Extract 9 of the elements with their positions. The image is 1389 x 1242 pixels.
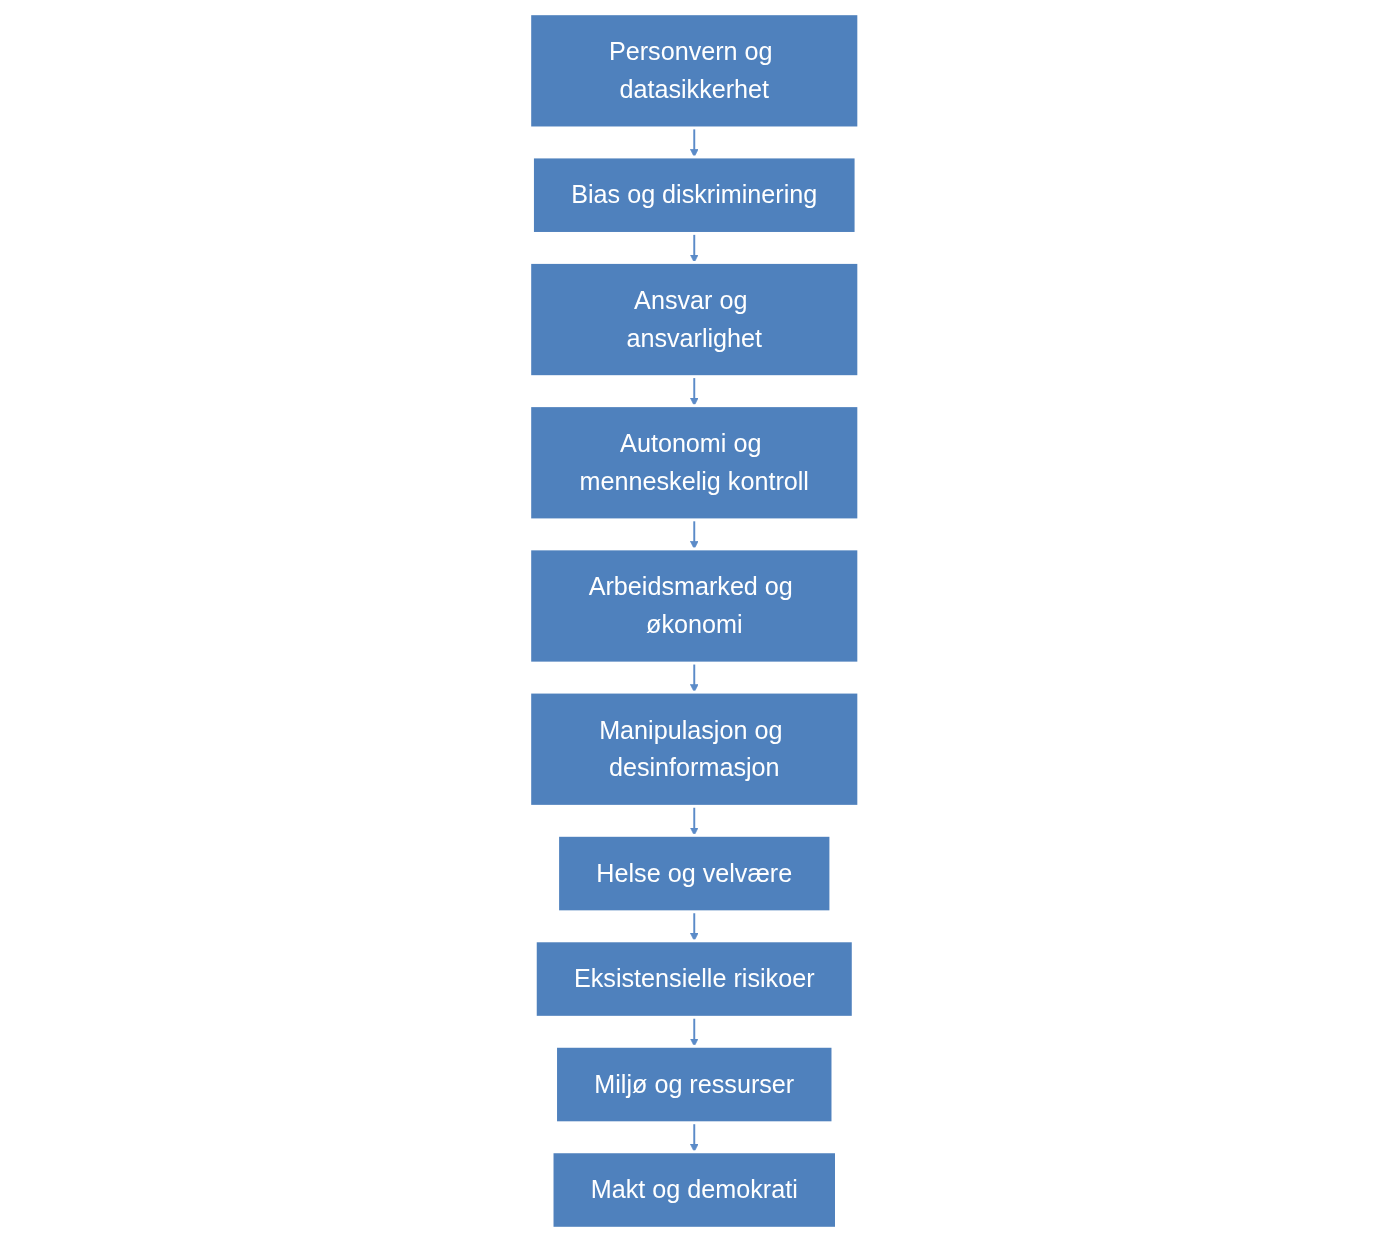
node-box: Manipulasjon og desinformasjon [528, 690, 861, 808]
node-box: Miljø og ressurser [554, 1044, 835, 1125]
node-box: Arbeidsmarked og økonomi [528, 547, 861, 665]
node-box: Helse og velvære [556, 833, 833, 914]
node-box: Bias og diskriminering [531, 155, 858, 235]
node-box: Eksistensielle risikoer [534, 939, 855, 1019]
node-box: Personvern og datasikkerhet [528, 12, 861, 130]
node-box: Ansvar og ansvarlighet [528, 261, 861, 379]
node-box: Autonomi og menneskelig kontroll [528, 404, 861, 522]
